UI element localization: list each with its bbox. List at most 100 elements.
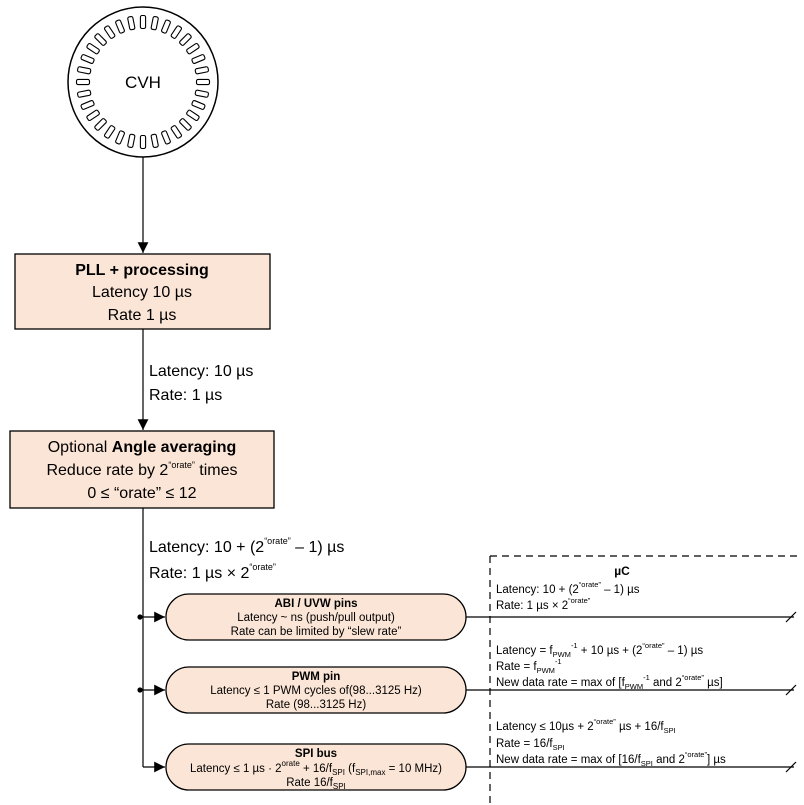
cvh-label: CVH	[125, 73, 161, 92]
spi-latency-b: + 16/f	[300, 763, 333, 775]
uc-spi-l3-c: ] µs	[707, 754, 726, 766]
uc-title: µC	[614, 564, 630, 578]
spi-rate-a: Rate 16/f	[286, 777, 333, 789]
uc-abi-latency-a: Latency: 10 + (2	[496, 584, 579, 596]
spi-rate-sub: SPI	[333, 782, 346, 791]
spi-latency-c: (f	[345, 763, 356, 775]
uc-abi-rate-sup: “orate”	[568, 596, 591, 605]
uc-spi-l3-b: and 2	[653, 754, 685, 766]
hall-element	[194, 89, 209, 98]
uc-pwm-l3-b: and 2	[650, 677, 682, 689]
hall-element	[186, 42, 200, 55]
link2-latency-sup: “orate”	[264, 536, 291, 546]
uc-pwm-l2-sup: -1	[555, 657, 562, 666]
hall-element	[103, 125, 116, 139]
hall-element	[80, 54, 95, 64]
hall-element	[103, 25, 116, 39]
uc-pwm-l2-sub: PWM	[537, 666, 555, 675]
hall-element	[191, 100, 206, 110]
hall-element	[127, 16, 136, 31]
uc-spi-l2-sub: SPI	[553, 743, 565, 752]
averaging-range: 0 ≤ “orate” ≤ 12	[87, 485, 196, 502]
uc-pwm-rate: Rate = fPWM-1	[496, 657, 562, 675]
averaging-reduce-sup: “orate”	[168, 460, 195, 470]
uc-abi-latency: Latency: 10 + (2“orate” – 1) µs	[496, 580, 640, 596]
uc-abi-rate-a: Rate: 1 µs × 2	[496, 600, 568, 612]
averaging-title: Angle averaging	[112, 439, 236, 456]
hall-elements-ring	[75, 14, 211, 150]
uc-spi-l1-a: Latency ≤ 10µs + 2	[496, 721, 594, 733]
hall-element	[86, 42, 100, 55]
link2-rate-sup: “orate”	[249, 562, 276, 572]
uc-pwm-l1-b: + 10 µs + (2	[578, 645, 643, 657]
uc-spi-rate: Rate = 16/fSPI	[496, 738, 565, 752]
averaging-reduce-line: Reduce rate by 2“orate” times	[46, 460, 237, 479]
hall-element	[179, 118, 192, 131]
hall-element	[179, 33, 192, 46]
hall-element	[186, 109, 200, 122]
hall-element	[150, 133, 159, 148]
spi-latency-sub2: SPI,max	[355, 768, 385, 777]
hall-element	[150, 16, 159, 31]
uc-region: µC	[489, 555, 802, 805]
uc-pwm-l1-c: – 1) µs	[665, 645, 704, 657]
uc-spi-l3-sub: SPI	[641, 759, 653, 768]
uc-pwm-l1-a: Latency = f	[496, 645, 553, 657]
averaging-reduce: Reduce rate by 2	[46, 462, 168, 479]
uc-abi-latency-sup: “orate”	[579, 580, 602, 589]
uc-spi-l2-a: Rate = 16/f	[496, 738, 553, 750]
uc-pwm-newrate: New data rate = max of [fPWM-1 and 2“ora…	[496, 673, 723, 691]
spi-latency-sub: SPI	[332, 768, 345, 777]
hall-element	[161, 19, 171, 34]
uc-pwm-l3-sup2: “orate”	[682, 673, 705, 682]
hall-element	[80, 100, 95, 110]
hall-element	[161, 130, 171, 145]
hall-element	[115, 19, 125, 34]
link2-rate: Rate: 1 µs × 2“orate”	[149, 562, 276, 582]
uc-spi-l1-b: µs + 16/f	[616, 721, 665, 733]
spi-latency: Latency ≤ 1 µs · 2orate + 16/fSPI (fSPI,…	[190, 759, 442, 777]
hall-element	[170, 125, 183, 139]
uc-pwm-latency: Latency = fPWM-1 + 10 µs + (2“orate” – 1…	[496, 641, 703, 659]
uc-pwm-l3-c: µs]	[704, 677, 723, 689]
hall-element	[139, 14, 147, 30]
link2-latency-a: Latency: 10 + (2	[149, 539, 264, 556]
pll-title: PLL + processing	[75, 262, 209, 279]
hall-element	[77, 66, 92, 75]
hall-element	[191, 54, 206, 64]
hall-element	[77, 89, 92, 98]
abi-latency: Latency ~ ns (push/pull output)	[237, 612, 395, 624]
abi-title: ABI / UVW pins	[274, 598, 357, 610]
uc-spi-l1-sub: SPI	[664, 726, 676, 735]
uc-spi-l1-sup: “orate”	[594, 717, 617, 726]
averaging-prefix: Optional	[48, 439, 112, 456]
angle-averaging-block: Optional Angle averaging Reduce rate by …	[9, 430, 275, 509]
hall-element	[195, 78, 211, 86]
hall-element	[170, 25, 183, 39]
cvh-sensor: CVH	[67, 6, 219, 158]
uc-abi-rate: Rate: 1 µs × 2“orate”	[496, 596, 591, 612]
link2-latency: Latency: 10 + (2“orate” – 1) µs	[149, 536, 344, 556]
link2-rate-a: Rate: 1 µs × 2	[149, 565, 249, 582]
link2-latency-b: – 1) µs	[291, 539, 345, 556]
abi-uvw-block: ABI / UVW pins Latency ~ ns (push/pull o…	[165, 593, 467, 641]
uc-pwm-l1-sub: PWM	[553, 650, 571, 659]
spi-latency-sup: orate	[282, 759, 301, 768]
hall-element	[94, 118, 107, 131]
spi-latency-a: Latency ≤ 1 µs · 2	[190, 763, 282, 775]
uc-pwm-l3-sub: PWM	[625, 682, 643, 691]
hall-element	[139, 134, 147, 150]
uc-pwm-l3-a: New data rate = max of [f	[496, 677, 626, 689]
spi-bus-block: SPI bus Latency ≤ 1 µs · 2orate + 16/fSP…	[165, 743, 467, 791]
hall-element	[115, 130, 125, 145]
spi-rate: Rate 16/fSPI	[286, 777, 346, 791]
hall-element	[75, 78, 91, 86]
uc-pwm-l2-a: Rate = f	[496, 661, 537, 673]
pll-processing-block: PLL + processing Latency 10 µs Rate 1 µs	[14, 253, 271, 330]
uc-spi-latency: Latency ≤ 10µs + 2“orate” µs + 16/fSPI	[496, 717, 676, 735]
abi-rate: Rate can be limited by “slew rate”	[231, 626, 402, 638]
uc-spi-l3-sup: “orate”	[685, 750, 708, 759]
uc-spi-l3-a: New data rate = max of [16/f	[496, 754, 642, 766]
uc-pwm-l1-sup: -1	[571, 641, 578, 650]
averaging-reduce-suffix: times	[195, 462, 238, 479]
